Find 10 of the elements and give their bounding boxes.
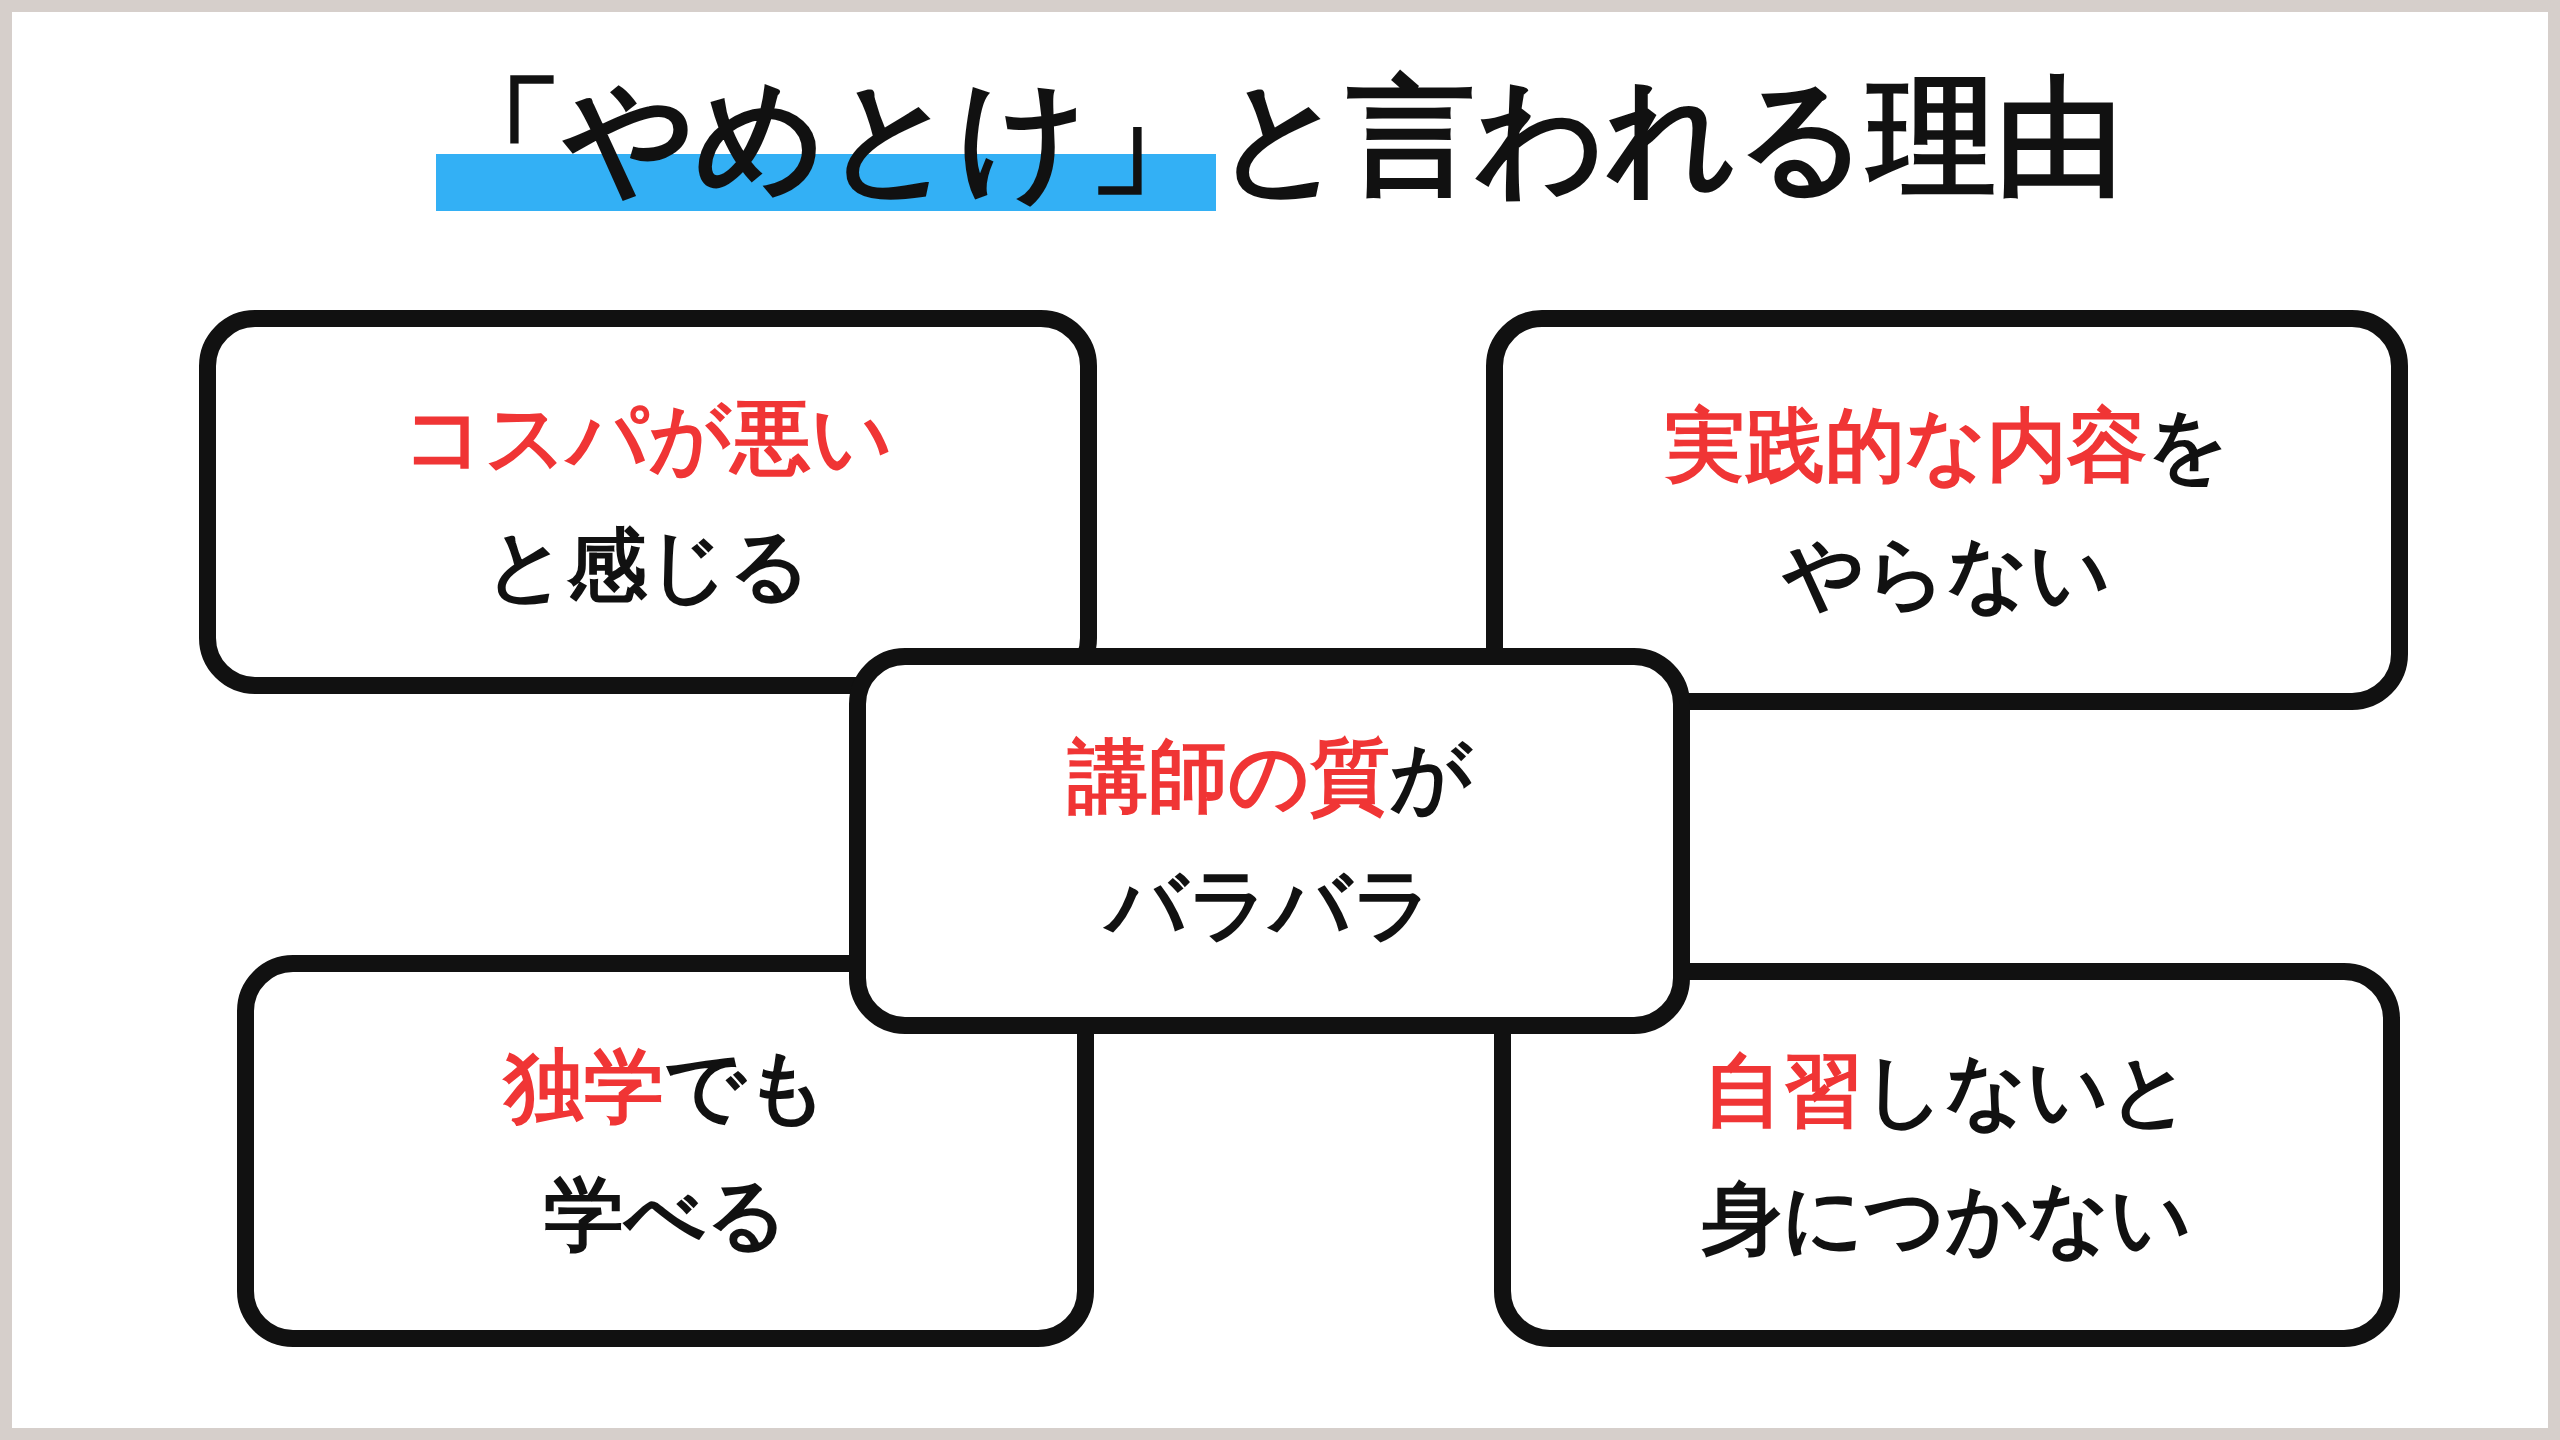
box-text: 自習しないと身につかない [1700, 1043, 2193, 1267]
rounded-box [1494, 963, 2400, 1347]
rounded-box [1486, 310, 2408, 710]
box-text: コスパが悪いと感じる [402, 390, 894, 614]
rounded-box [237, 955, 1094, 1347]
box-text: 実践的な内容をやらない [1664, 398, 2230, 622]
box-text: 講師の質がバラバラ [1066, 729, 1474, 953]
rounded-box [849, 648, 1690, 1034]
box-text: 独学でも学べる [501, 1039, 829, 1263]
rounded-box [199, 310, 1097, 694]
